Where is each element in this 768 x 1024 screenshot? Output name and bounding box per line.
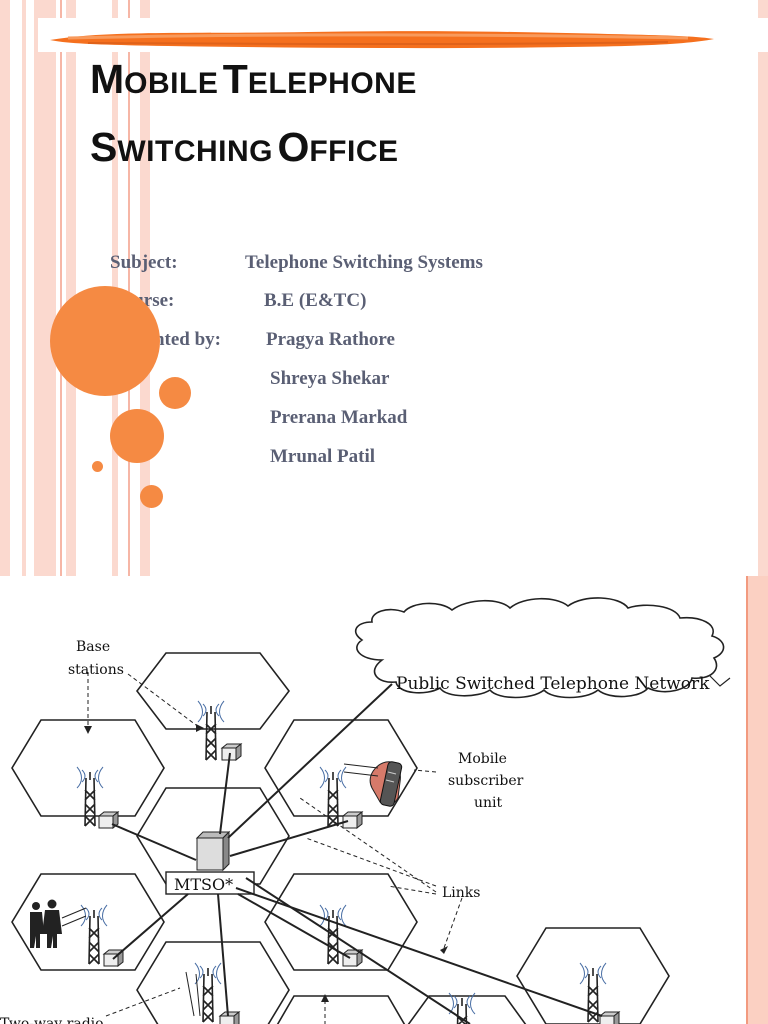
border-stripe [34,0,56,576]
cell-hexagon [136,941,290,1024]
tower-icon [194,962,222,1023]
two-way-radio-label: Two-way radio [0,1016,104,1024]
pstn-cloud [354,597,731,699]
presenter-name: Prerana Markad [270,407,408,428]
cell-hexagon [276,995,406,1024]
decorative-circle [140,485,163,508]
title-letter: T [222,56,248,102]
left-border-stripe [0,0,10,576]
radio-link-arrows [343,763,379,777]
link-line [111,823,197,861]
cell-hexagon [516,927,670,1024]
links-label: Links [442,885,480,901]
brush-stroke-decoration [50,31,714,49]
title-word: FFICE [309,135,399,168]
border-stripe [140,0,150,576]
link-line [219,752,231,835]
tower-icon [197,700,225,761]
right-border-stripe [758,0,768,576]
border-line [128,0,130,576]
tower-icon [319,766,347,827]
base-station-icon [221,743,242,761]
base-stations-label: stations [68,662,124,678]
title-line-2: SWITCHING OFFICE [90,118,710,186]
mtso-building-icon [195,830,231,872]
title-letter: O [277,124,310,170]
border-stripe [22,0,26,576]
right-border-line [746,576,748,1024]
mtso-network-diagram: MTSO* [0,597,731,1024]
mobile-unit-label: unit [474,795,503,811]
people-icon [30,899,62,948]
border-line [60,0,62,576]
base-station-icon [342,811,363,829]
link-line [227,683,393,839]
cell-hexagon [264,873,418,971]
radio-link-arrows [61,907,201,1017]
callout-line [299,797,437,893]
title-line-1: MOBILE TELEPHONE [90,50,710,118]
cell-hexagon [135,652,291,730]
mobile-unit-label: subscriber [448,773,524,789]
title-word: WITCHING [117,135,273,168]
title-slide: MOBILE TELEPHONE SWITCHING OFFICE Subjec… [0,0,768,576]
link-line [217,893,229,1017]
callout-line [105,987,181,1017]
callout-line [387,885,437,895]
title-word: ELEPHONE [247,67,417,100]
tower-icons [76,700,620,1024]
cell-hexagon [407,995,527,1024]
callout-arrows [87,672,463,1024]
decorative-circle [110,409,164,463]
link-lines [111,683,603,1024]
right-border-stripe [748,576,768,1024]
link-line [237,893,351,959]
tower-icon [80,904,108,965]
cell-hexagon [11,873,165,971]
arrowheads [84,724,448,1002]
cell-hexagons [11,652,670,1024]
decorative-circle [159,377,191,409]
link-line [245,877,471,1024]
title-letter: M [90,56,125,102]
presenter-name: Mrunal Patil [270,446,376,467]
callout-line [127,673,201,729]
mobile-unit-label: Mobile [458,751,507,767]
title-letter: S [90,124,118,170]
callout-line [413,769,437,773]
mobile-phone-icon [369,761,403,807]
base-station-icon [599,1011,620,1024]
link-line [229,820,349,857]
link-line [112,893,189,960]
base-station-icon [219,1011,240,1024]
presenter-name: Pragya Rathore [266,329,395,350]
callout-line [305,837,437,887]
link-line [235,887,603,1017]
course-value: B.E (E&TC) [264,290,367,311]
callout-line [443,897,463,949]
base-stations-label: Base [76,639,110,655]
subject-label: Subject: [110,252,178,273]
subject-value: Telephone Switching Systems [245,252,483,273]
decorative-circle [92,461,103,472]
decorative-circle [50,286,160,396]
cell-hexagon [264,719,418,817]
border-stripe [66,0,76,576]
pstn-label: Public Switched Telephone Network [396,674,710,694]
slide-title: MOBILE TELEPHONE SWITCHING OFFICE [90,50,710,186]
presenter-name: Shreya Shekar [270,368,390,389]
mtso-label: MTSO* [174,875,233,894]
cellular-network-slide: MTSO* [0,576,768,1024]
title-word: OBILE [124,67,219,100]
cell-hexagon [11,719,165,817]
